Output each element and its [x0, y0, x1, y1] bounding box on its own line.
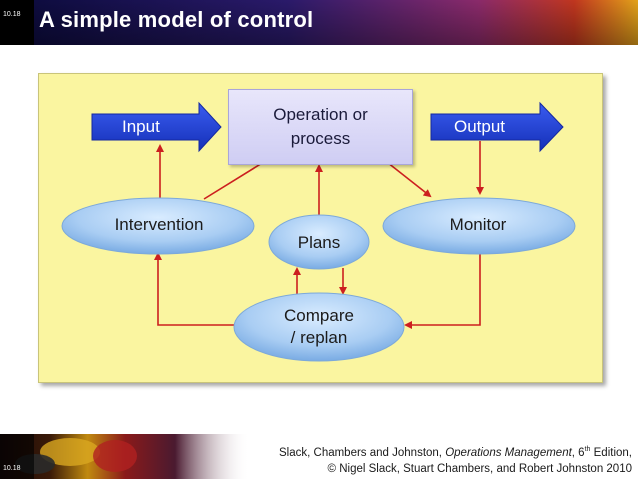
- citation-book: Operations Management: [445, 447, 572, 459]
- monitor-label: Monitor: [428, 214, 528, 236]
- operation-label-line2: process: [291, 127, 351, 151]
- operation-box: Operation or process: [228, 89, 413, 165]
- slide-number-bottom: 10.18: [3, 465, 21, 472]
- footer-decoration: [0, 434, 250, 479]
- connector-compare-to-intervention: [158, 254, 236, 325]
- citation-authors: Slack, Chambers and Johnston,: [279, 447, 442, 459]
- footer-image: [0, 434, 250, 479]
- operation-label-line1: Operation or: [273, 103, 368, 127]
- citation-copyright: © Nigel Slack, Stuart Chambers, and Robe…: [232, 461, 632, 477]
- plans-label: Plans: [279, 232, 359, 254]
- citation-edition-num: , 6: [572, 447, 585, 459]
- output-label: Output: [454, 117, 505, 137]
- citation: Slack, Chambers and Johnston, Operations…: [232, 442, 632, 477]
- citation-edition-word: Edition,: [590, 447, 632, 459]
- connector-monitor-to-compare: [406, 254, 480, 325]
- input-label: Input: [122, 117, 160, 137]
- compare-label-line1: Compare: [259, 305, 379, 327]
- intervention-label: Intervention: [94, 214, 224, 236]
- citation-line1: Slack, Chambers and Johnston, Operations…: [232, 442, 632, 461]
- compare-label: Compare / replan: [259, 305, 379, 349]
- compare-label-line2: / replan: [259, 327, 379, 349]
